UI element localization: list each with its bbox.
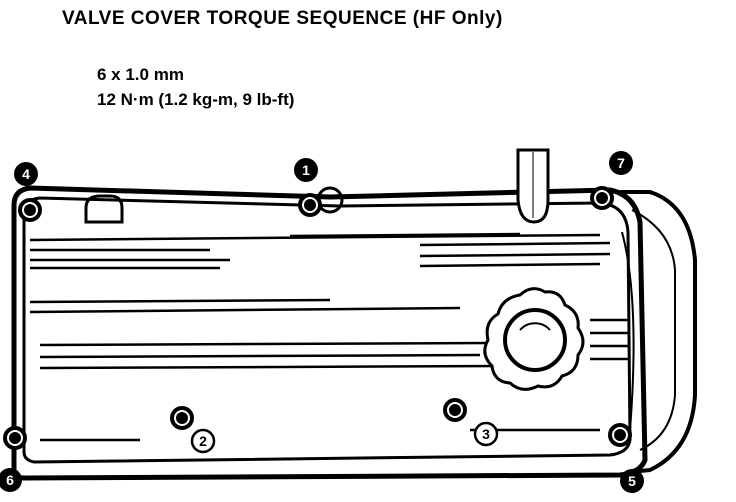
sequence-badge-1: 1 [294, 158, 318, 182]
sequence-label-4: 4 [22, 166, 30, 182]
cover-boss [84, 194, 124, 224]
bolt-2 [170, 406, 194, 430]
torque-spec: 12 N·m (1.2 kg-m, 9 lb-ft) [97, 90, 295, 109]
sequence-badge-5: 5 [620, 469, 644, 493]
oil-filler-cap-highlight [519, 322, 551, 331]
cover-end-cap-inner [631, 209, 676, 451]
bolt-4 [18, 198, 42, 222]
end-cap-rib [621, 231, 635, 431]
sequence-badge-2: 2 [190, 428, 216, 454]
bolt-1 [298, 193, 322, 217]
sequence-badge-3: 3 [473, 421, 499, 447]
diagram-title: VALVE COVER TORQUE SEQUENCE (HF Only) [62, 8, 503, 29]
sequence-badge-7: 7 [609, 151, 633, 175]
cover-ribs [29, 232, 630, 442]
bolt-6 [3, 426, 27, 450]
bolt-size-spec: 6 x 1.0 mm [97, 65, 184, 84]
oil-filler-cap [483, 287, 585, 391]
sequence-badge-4: 4 [14, 162, 38, 186]
sequence-badge-6: 6 [0, 468, 22, 492]
sequence-label-6: 6 [6, 472, 14, 488]
sequence-label-2: 2 [199, 433, 207, 449]
cover-boss-round [316, 186, 344, 214]
sequence-label-3: 3 [482, 426, 490, 442]
sequence-label-1: 1 [302, 162, 310, 178]
bolt-heads [3, 186, 632, 450]
oil-filler-cap-ring [503, 308, 567, 372]
sequence-label-7: 7 [617, 155, 625, 171]
bolt-3 [443, 398, 467, 422]
bolt-5 [608, 423, 632, 447]
bolt-7 [590, 186, 614, 210]
sequence-label-5: 5 [628, 473, 636, 489]
cover-end-cap [620, 190, 697, 474]
